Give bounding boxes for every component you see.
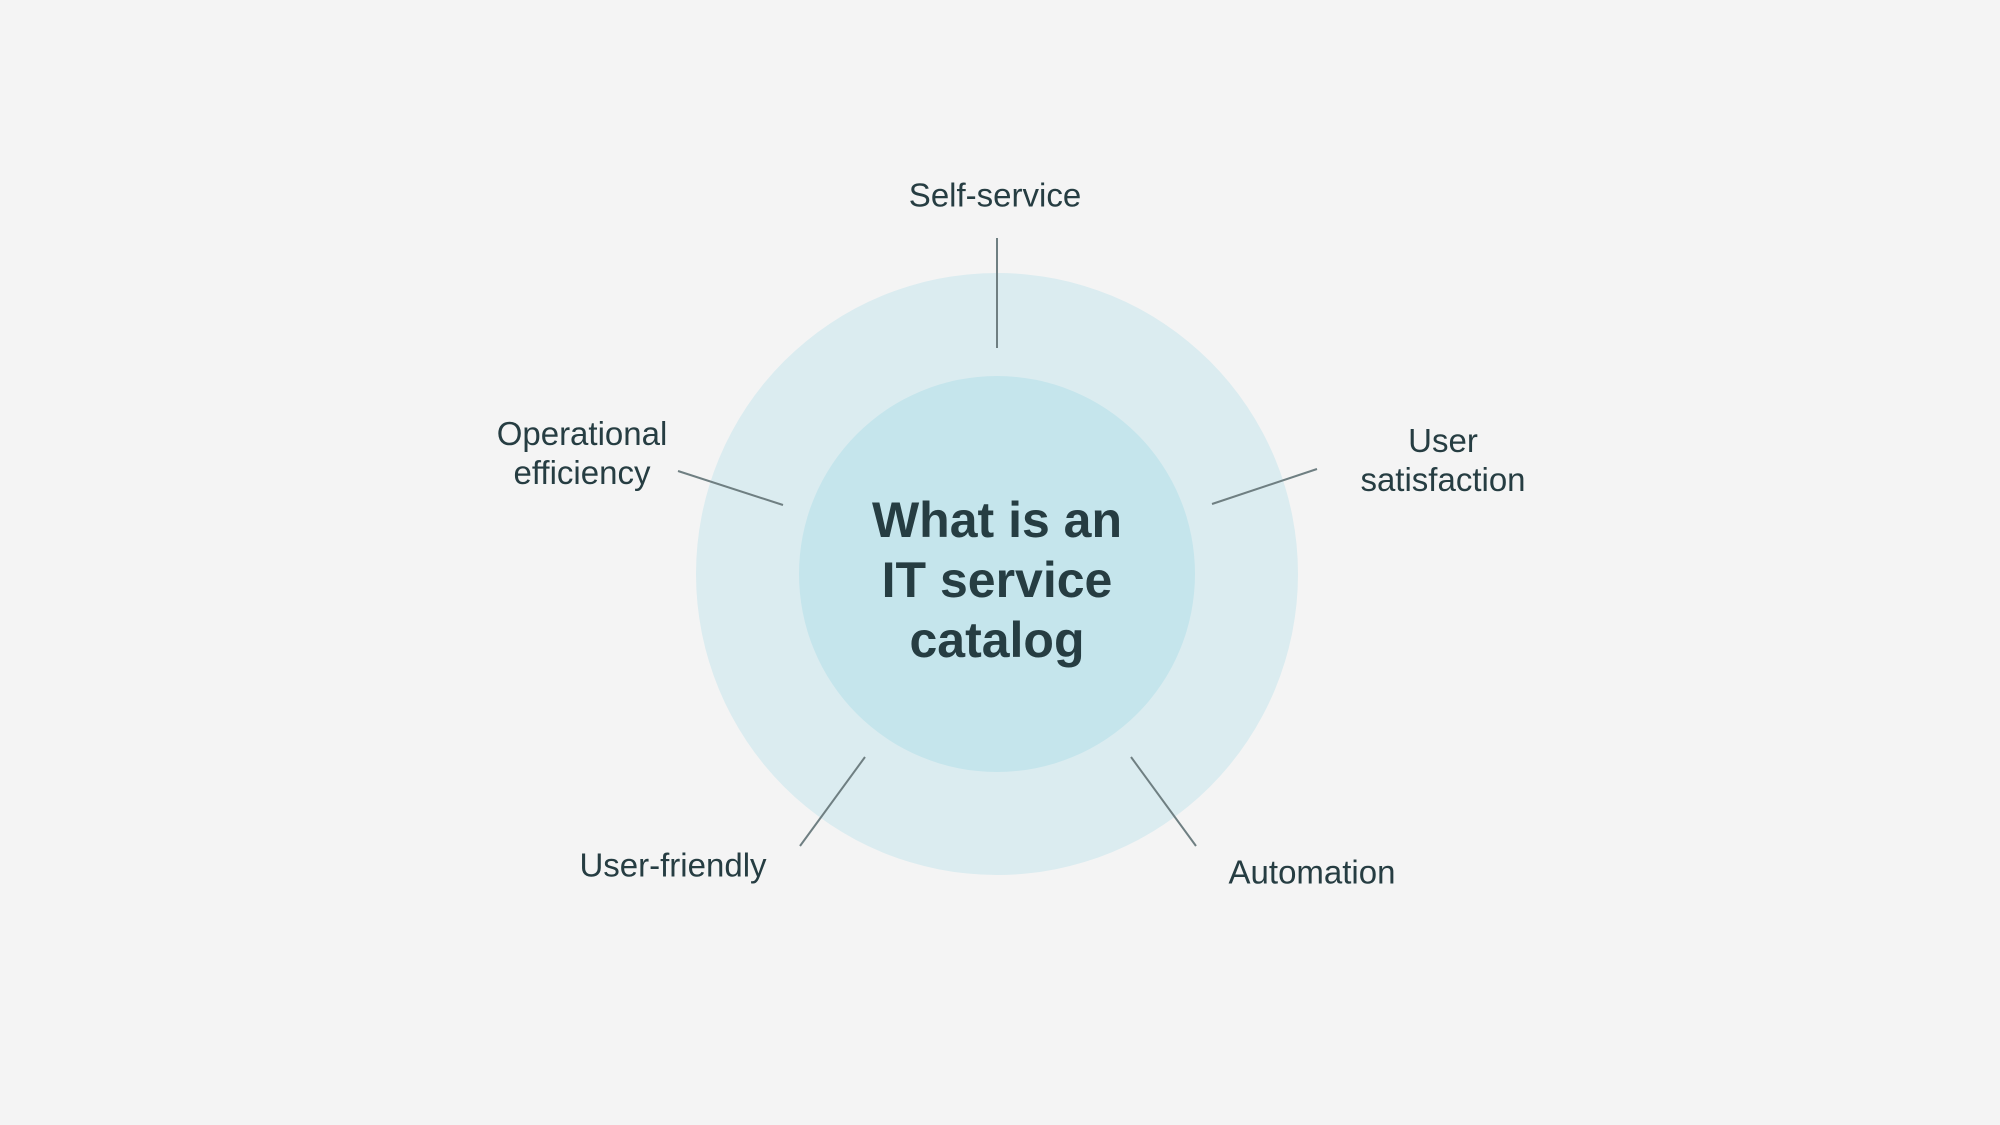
connector-operational-efficiency: [677, 470, 784, 506]
inner-circle: [799, 376, 1195, 772]
center-title-line: What is an: [871, 492, 1123, 548]
connector-user-satisfaction: [1211, 468, 1318, 505]
connector-user-friendly: [799, 756, 866, 847]
label-user-satisfaction: User satisfaction: [1360, 421, 1525, 499]
label-line: satisfaction: [1360, 461, 1526, 498]
label-line: Operational: [496, 415, 668, 452]
center-title-line: catalog: [909, 612, 1085, 668]
label-user-friendly: User-friendly: [579, 846, 767, 884]
label-self-service: Self-service: [908, 176, 1082, 214]
label-automation: Automation: [1228, 853, 1396, 891]
label-operational-efficiency: Operational efficiency: [497, 414, 668, 492]
label-line: User: [1408, 422, 1478, 459]
label-line: efficiency: [513, 454, 651, 491]
center-title: What is an IT service catalog: [872, 490, 1122, 670]
center-title-line: IT service: [881, 552, 1113, 608]
connector-automation: [1130, 756, 1197, 847]
